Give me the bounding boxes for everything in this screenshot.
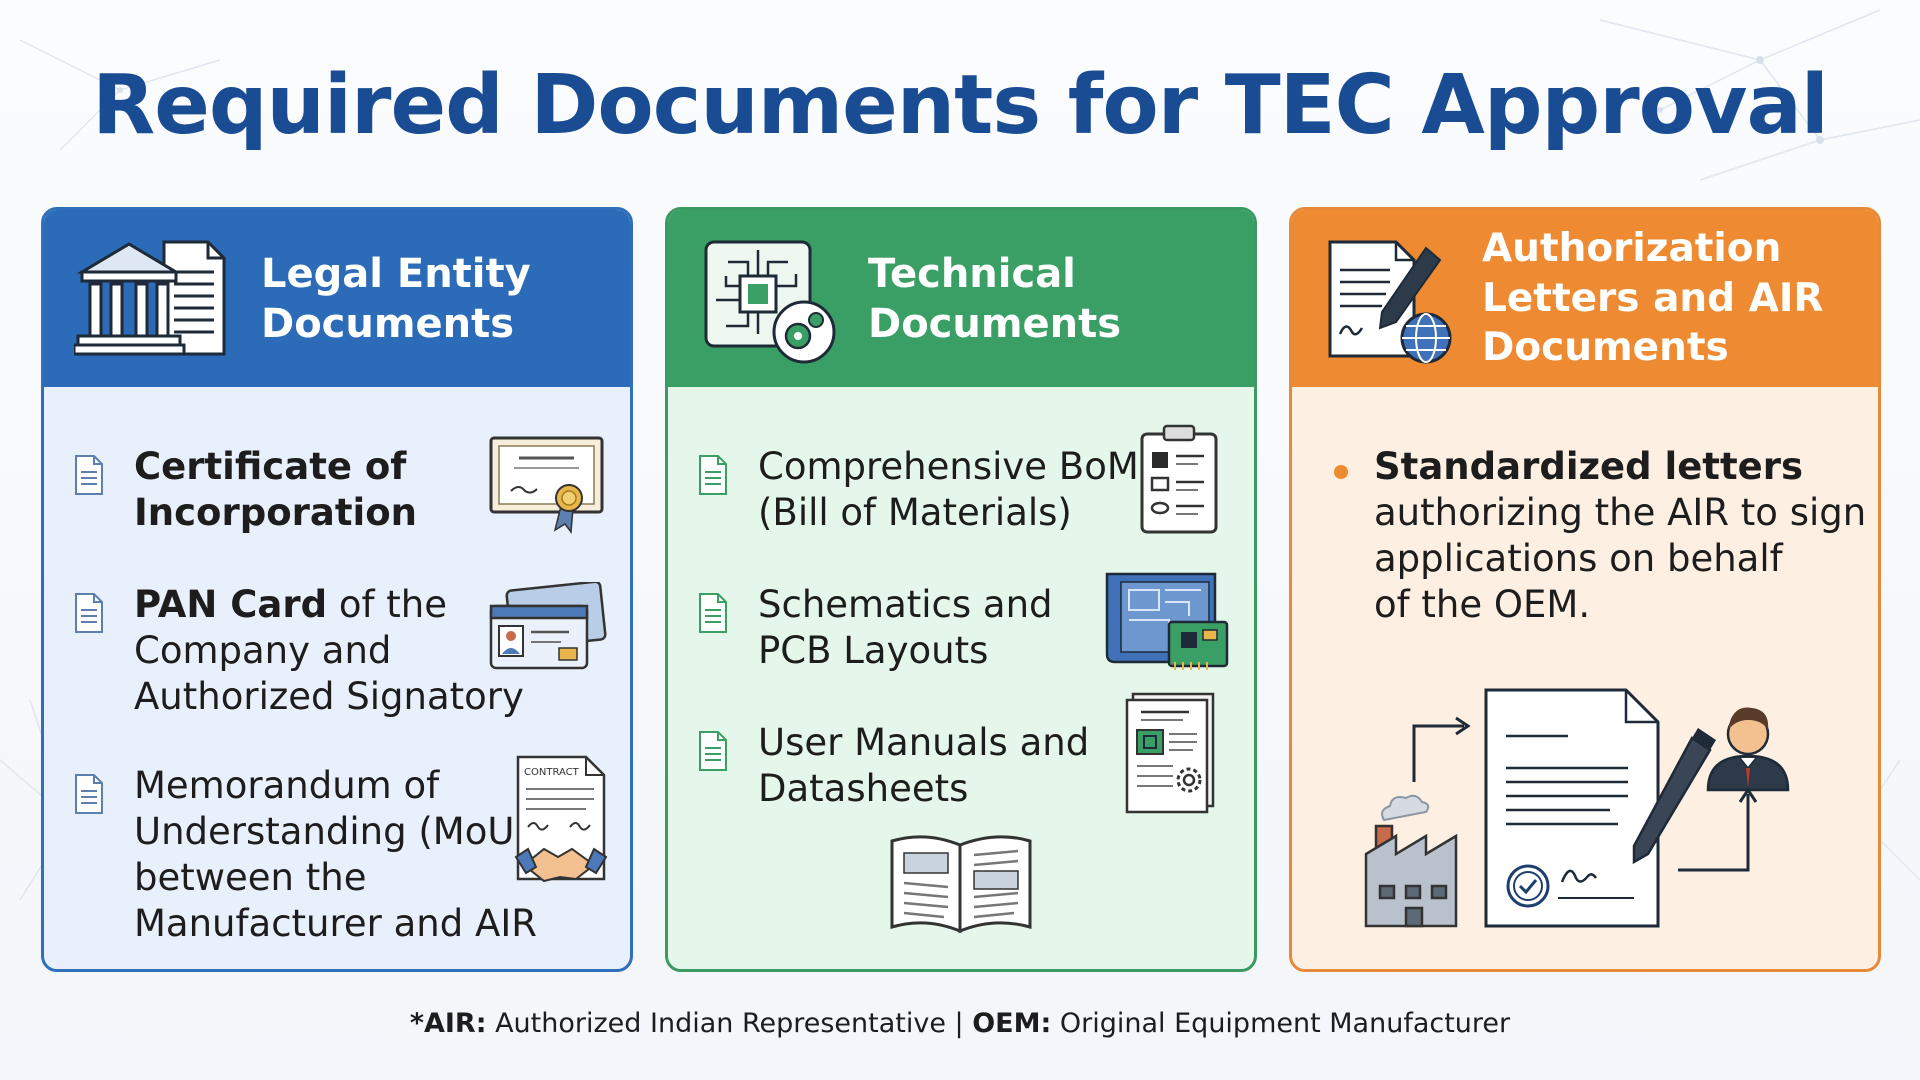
document-icon	[75, 593, 103, 633]
circuit-chip-gear-icon	[704, 240, 836, 364]
footnote-air-key: *AIR:	[409, 1008, 487, 1039]
page-title: Required Documents for TEC Approval	[92, 58, 1829, 153]
certificate-title-2: Incorporation	[134, 491, 417, 534]
footnote-oem-key: OEM:	[972, 1008, 1052, 1039]
certificate-icon	[489, 436, 604, 535]
technical-title-line1: Technical	[868, 250, 1076, 297]
contract-handshake-icon: CONTRACT	[514, 755, 608, 883]
datasheet-icon	[1125, 692, 1215, 814]
clipboard-components-icon	[1140, 424, 1218, 534]
technical-title-line2: Documents	[868, 300, 1122, 347]
authorization-title-line1: Authorization	[1482, 226, 1782, 272]
certificate-title: Certificate of	[134, 445, 407, 488]
document-icon	[75, 774, 103, 814]
footnote-oem-value: Original Equipment Manufacturer	[1051, 1008, 1511, 1039]
document-icon	[699, 593, 727, 633]
bullet-dot	[1334, 465, 1348, 479]
open-book-icon	[890, 835, 1032, 934]
standardized-letters-label: Standardized letters	[1374, 445, 1804, 488]
authorization-title-line2: Letters and AIR	[1482, 275, 1824, 321]
document-icon	[699, 455, 727, 495]
authorization-header: Authorization Letters and AIR Documents	[1292, 210, 1878, 387]
letter-pen-globe-icon	[1328, 240, 1452, 364]
contract-label: CONTRACT	[524, 767, 580, 778]
legal-entity-title-line2: Documents	[261, 300, 515, 347]
id-card-icon	[489, 582, 607, 670]
authorization-title-line3: Documents	[1482, 325, 1729, 371]
legal-entity-card: Legal Entity Documents Certificate of In…	[41, 207, 633, 972]
government-building-icon	[74, 240, 226, 356]
document-icon	[75, 455, 103, 495]
pan-card-label: PAN Card	[134, 583, 328, 626]
technical-header: Technical Documents	[668, 210, 1254, 387]
blueprint-pcb-icon	[1105, 572, 1229, 670]
footnote-air-value: Authorized Indian Representative |	[486, 1008, 973, 1039]
factory-letter-representative-icon	[1364, 688, 1790, 928]
footnote: *AIR: Authorized Indian Representative |…	[0, 1008, 1920, 1039]
legal-entity-title-line1: Legal Entity	[261, 250, 531, 297]
authorization-card: Authorization Letters and AIR Documents …	[1289, 207, 1881, 972]
technical-card: Technical Documents Comprehensive BoM (B…	[665, 207, 1257, 972]
document-icon	[699, 731, 727, 771]
legal-entity-header: Legal Entity Documents	[44, 210, 630, 387]
